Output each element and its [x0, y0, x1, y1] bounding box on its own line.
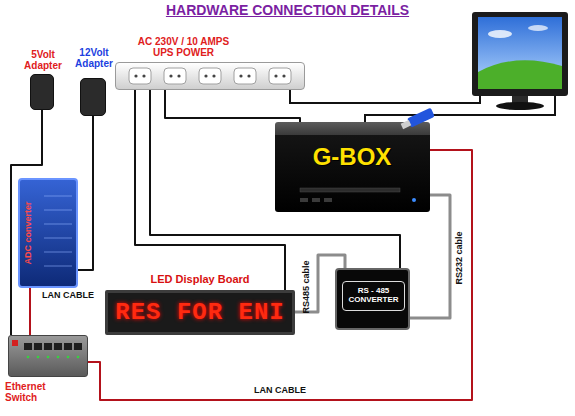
socket-hole	[169, 74, 172, 77]
monitor-bezel	[472, 12, 568, 96]
computer-box: G-BOX	[275, 122, 430, 212]
usb-stick	[400, 108, 435, 131]
led	[77, 356, 80, 359]
rib	[44, 252, 72, 253]
diagram-title: HARDWARE CONNECTION DETAILS	[0, 2, 575, 18]
port	[74, 343, 82, 350]
switch-leds	[27, 356, 80, 359]
rib	[44, 224, 72, 225]
cable	[165, 90, 300, 122]
socket-hole	[239, 74, 242, 77]
device-label: ADC converter	[24, 181, 36, 285]
rib	[44, 210, 72, 211]
usb-body	[407, 108, 435, 128]
monitor-screen	[478, 17, 562, 89]
port	[44, 343, 52, 350]
rs485-converter: RS - 485 CONVERTER	[335, 268, 410, 330]
switch-ports	[24, 343, 82, 350]
ups-power-strip: AC 230V / 10 AMPS UPS POWER	[115, 62, 305, 90]
switch-label: Ethernet Switch	[5, 381, 67, 403]
board-label: LED Display Board	[105, 273, 295, 285]
socket	[164, 68, 186, 84]
socket	[269, 68, 291, 84]
led	[27, 356, 30, 359]
screen-hill	[478, 60, 562, 89]
socket	[234, 68, 256, 84]
monitor-video-cable	[365, 96, 555, 122]
cable-label: RS232 cable	[455, 223, 467, 293]
socket	[129, 68, 151, 84]
ethernet-switch: Ethernet Switch	[8, 335, 88, 377]
drive-slot	[300, 188, 400, 192]
socket-hole	[204, 74, 207, 77]
led-display-text: RES FOR ENI	[108, 300, 292, 326]
socket-hole	[282, 74, 285, 77]
device-label: G-BOX	[302, 144, 402, 170]
led	[57, 356, 60, 359]
adapter-label: 12Volt Adapter	[73, 47, 115, 69]
cable	[410, 195, 450, 318]
power-led	[412, 198, 416, 202]
rib	[44, 238, 72, 239]
led-display-board: LED Display BoardRES FOR ENI	[105, 290, 295, 335]
socket-hole	[247, 74, 250, 77]
ups-label: AC 230V / 10 AMPS UPS POWER	[131, 36, 236, 58]
cable	[29, 288, 31, 335]
socket-hole	[177, 74, 180, 77]
led	[47, 356, 50, 359]
front-button	[324, 198, 332, 202]
cable	[78, 116, 93, 270]
monitor-base	[496, 102, 544, 110]
socket-hole	[274, 74, 277, 77]
cable-label: LAN CABLE	[36, 291, 100, 301]
led	[37, 356, 40, 359]
power-adapter: 5Volt Adapter	[30, 74, 54, 110]
screen-cloud	[528, 25, 548, 31]
front-button	[300, 198, 308, 202]
converter-label: RS - 485 CONVERTER	[342, 281, 405, 311]
front-button	[312, 198, 320, 202]
cable	[135, 90, 285, 290]
monitor-power-cable	[290, 90, 480, 103]
adc-converter: ADC converter	[18, 178, 78, 288]
socket-hole	[142, 74, 145, 77]
cable-label: LAN CABLE	[240, 386, 320, 396]
adapter-label: 5Volt Adapter	[22, 49, 64, 71]
rib	[44, 196, 72, 197]
port	[64, 343, 72, 350]
port	[54, 343, 62, 350]
socket-hole	[134, 74, 137, 77]
port	[24, 343, 32, 350]
power-adapter: 12Volt Adapter	[80, 78, 106, 116]
screen-cloud	[488, 30, 512, 38]
cable-label: RS485 cable	[302, 252, 314, 322]
port	[34, 343, 42, 350]
led	[67, 356, 70, 359]
socket-hole	[212, 74, 215, 77]
rib	[44, 266, 72, 267]
strip-sockets	[129, 68, 291, 84]
adc-ribs	[44, 196, 72, 266]
usb-plug	[401, 120, 412, 129]
socket	[199, 68, 221, 84]
switch-logo	[12, 340, 18, 346]
